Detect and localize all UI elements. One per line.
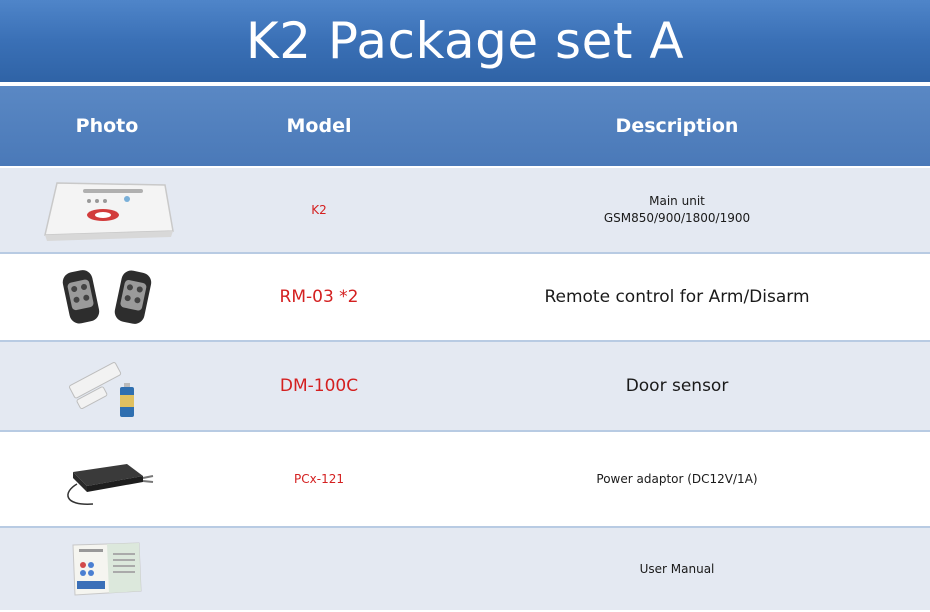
- description-cell: User Manual: [424, 528, 930, 610]
- photo-cell: [0, 432, 214, 526]
- model-cell: RM-03 *2: [279, 287, 359, 307]
- photo-cell: [0, 342, 214, 430]
- table-row: User Manual: [0, 528, 930, 610]
- divider: [0, 82, 930, 86]
- table-row: DM-100C Door sensor: [0, 342, 930, 432]
- photo-cell: [0, 254, 214, 340]
- description-line: Door sensor: [625, 376, 729, 396]
- description-cell: Power adaptor (DC12V/1A): [424, 432, 930, 526]
- column-header-model: Model: [286, 115, 352, 137]
- table-row: K2 Main unit GSM850/900/1800/1900: [0, 168, 930, 254]
- model-cell: [214, 528, 424, 610]
- page-title: K2 Package set A: [245, 12, 685, 70]
- description-line: Power adaptor (DC12V/1A): [596, 472, 758, 486]
- photo-cell: [0, 168, 214, 252]
- column-header-photo: Photo: [75, 115, 139, 137]
- description-line: Main unit: [649, 194, 705, 208]
- title-banner: K2 Package set A: [0, 0, 930, 82]
- table-row: PCx-121 Power adaptor (DC12V/1A): [0, 432, 930, 528]
- power-adaptor-icon: [67, 464, 154, 505]
- model-cell: K2: [311, 203, 327, 217]
- door-sensor-icon: [69, 362, 134, 417]
- description-cell: Main unit GSM850/900/1800/1900: [424, 168, 930, 252]
- user-manual-icon: [72, 542, 142, 596]
- description-cell: Door sensor: [424, 342, 930, 430]
- table-header: Photo Model Description: [0, 86, 930, 168]
- description-line: GSM850/900/1800/1900: [603, 211, 751, 225]
- description-line: Remote control for Arm/Disarm: [544, 287, 810, 307]
- model-cell: PCx-121: [294, 472, 344, 486]
- model-cell: DM-100C: [279, 376, 359, 396]
- description-line: User Manual: [639, 562, 715, 576]
- description-cell: Remote control for Arm/Disarm: [424, 254, 930, 340]
- table-row: RM-03 *2 Remote control for Arm/Disarm: [0, 254, 930, 342]
- photo-cell: [0, 528, 214, 610]
- main-unit-icon: [44, 182, 174, 241]
- column-header-description: Description: [615, 115, 739, 137]
- remote-control-icon: [62, 270, 152, 324]
